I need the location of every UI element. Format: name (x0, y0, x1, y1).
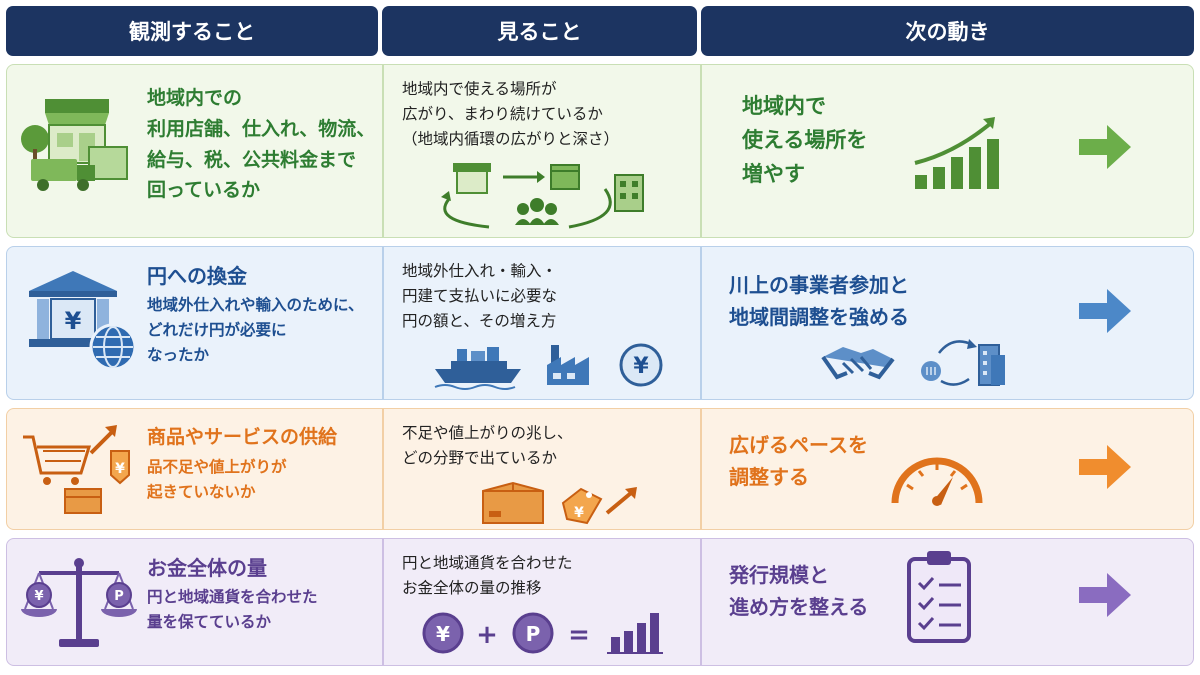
growth-chart-icon (914, 117, 999, 189)
plus-sign: + (476, 620, 498, 650)
p-coin: P (526, 622, 541, 646)
header-observe: 観測すること (6, 6, 378, 56)
next-text-row1: 地域内で 使える場所を 増やす (742, 94, 868, 187)
yen-coin: ¥ (436, 622, 450, 646)
shop-truck-icon (21, 99, 128, 191)
row-supply: ¥ 商品やサービスの供給 品不足や値上がりが 起きていないか 不足や値上がりの兆… (6, 408, 1194, 530)
speed-gauge-icon (891, 457, 983, 506)
next-text-row4: 発行規模と 進め方を整える (729, 563, 869, 620)
observe-text-row1: 地域内での 利用店舗、仕入れ、物流、 給与、税、公共料金まで 回っているか (147, 87, 376, 202)
look-text-row3: 不足や値上がりの兆し、 どの分野で出ているか (402, 424, 573, 467)
clipboard-checklist-icon (907, 551, 971, 643)
look-text-row1: 地域内で使える場所が 広がり、まわり続けているか （地域内循環の広がりと深さ） (402, 80, 620, 148)
box-price-up-icon: ¥ (482, 481, 637, 525)
yen-symbol: ¥ (65, 307, 82, 335)
look-text-row4: 円と地域通貨を合わせた お金全体の量の推移 (402, 554, 573, 597)
observe-title-row3: 商品やサービスの供給 (147, 426, 338, 448)
scale-yen-symbol: ¥ (34, 589, 43, 604)
look-text-row2: 地域外仕入れ・輸入・ 円建て支払いに必要な 円の額と、その増え方 (402, 262, 558, 330)
row-yen-exchange: ¥ 円への換金 地域外仕入れや輸入のために、 どれだけ円が必要に なったか 地域… (6, 246, 1194, 400)
bank-globe-icon: ¥ (29, 271, 137, 371)
price-tag-yen: ¥ (115, 461, 125, 477)
scale-p-symbol: P (114, 589, 124, 604)
row-money-supply: ¥ P お金全体の量 円と地域通貨を合わせた 量を保てているか 円と地域通貨を合… (6, 538, 1194, 666)
yen-coin-symbol: ¥ (633, 354, 649, 379)
arrow-right-icon (1079, 573, 1131, 617)
header-next: 次の動き (701, 6, 1194, 56)
balance-scale-icon: ¥ P (21, 558, 137, 647)
observe-text-row2: 地域外仕入れや輸入のために、 どれだけ円が必要に なったか (147, 296, 364, 365)
observe-text-row3: 品不足や値上がりが 起きていないか (147, 458, 287, 502)
next-text-row2: 川上の事業者参加と 地域間調整を強める (729, 273, 909, 330)
observe-text-row4: 円と地域通貨を合わせた 量を保てているか (147, 588, 318, 632)
cart-price-icon: ¥ (23, 425, 130, 514)
ship-factory-yen-icon: ¥ (434, 343, 663, 390)
row-local-circulation: 地域内での 利用店舗、仕入れ、物流、 給与、税、公共料金まで 回っているか 地域… (6, 64, 1194, 238)
header-look: 見ること (382, 6, 697, 56)
arrow-right-icon (1079, 125, 1131, 169)
handshake-coordination-icon (821, 339, 1005, 386)
equals-sign: = (568, 620, 590, 650)
arrow-right-icon (1079, 445, 1131, 489)
circulation-cycle-icon (441, 163, 644, 229)
yen-plus-p-equals-icon: ¥ + P = (422, 612, 663, 654)
next-text-row3: 広げるペースを 調整する (729, 433, 868, 490)
tag-yen-symbol: ¥ (574, 505, 584, 521)
observe-title-row4: お金全体の量 (147, 556, 267, 580)
observe-title-row2: 円への換金 (147, 264, 247, 288)
arrow-right-icon (1079, 289, 1131, 333)
